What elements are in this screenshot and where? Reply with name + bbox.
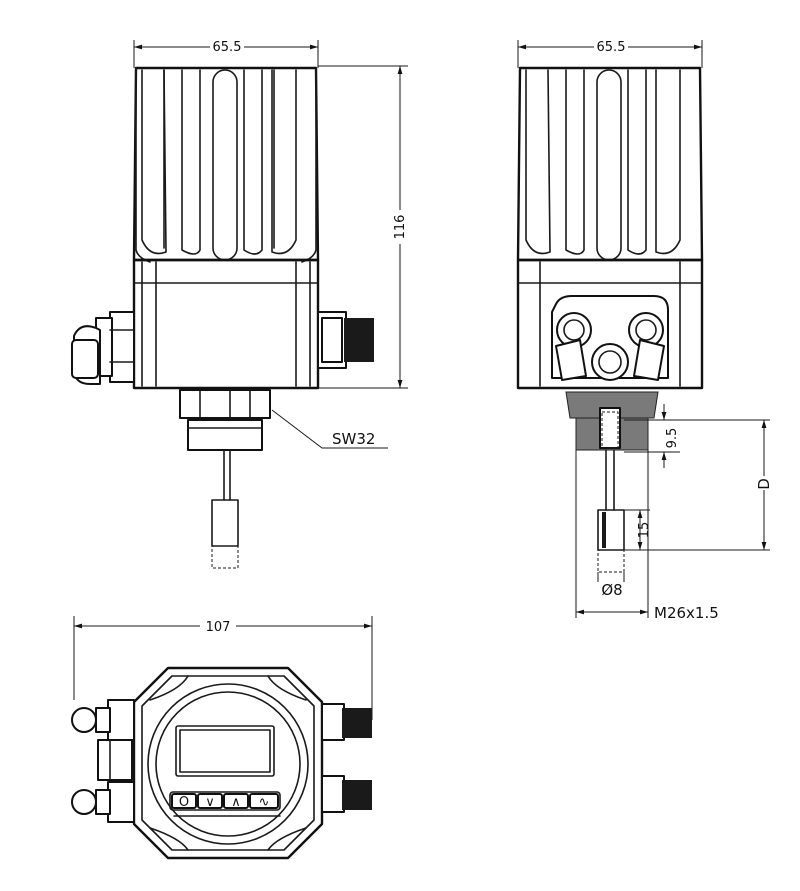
probe-diameter-label: Ø8	[601, 581, 622, 599]
button-up[interactable]: ∧	[223, 793, 249, 810]
button-ok-label: O	[179, 795, 189, 810]
button-down-label: ∨	[205, 795, 215, 810]
thread-label: M26x1.5	[654, 604, 719, 622]
button-wave[interactable]: ∿	[249, 793, 279, 810]
button-down[interactable]: ∨	[197, 793, 223, 810]
side-view: 65.5 9.5	[516, 39, 773, 622]
bottom-width-label: 107	[206, 620, 231, 635]
side-width-label: 65.5	[597, 40, 626, 55]
probe-length-label: 15	[637, 522, 652, 539]
button-up-label: ∧	[231, 795, 241, 810]
button-wave-label: ∿	[259, 795, 270, 810]
insertion-length-label: 9.5	[665, 428, 680, 449]
display-buttons: O ∨ ∧ ∿	[169, 791, 281, 817]
height-label: 116	[393, 215, 408, 240]
top-view: 107 O ∨ ∧	[71, 616, 373, 860]
front-view: 65.5	[71, 39, 408, 569]
front-width-label: 65.5	[213, 40, 242, 55]
wrench-size-label: SW32	[332, 430, 375, 448]
depth-label: D	[755, 478, 773, 490]
button-ok[interactable]: O	[171, 793, 197, 810]
